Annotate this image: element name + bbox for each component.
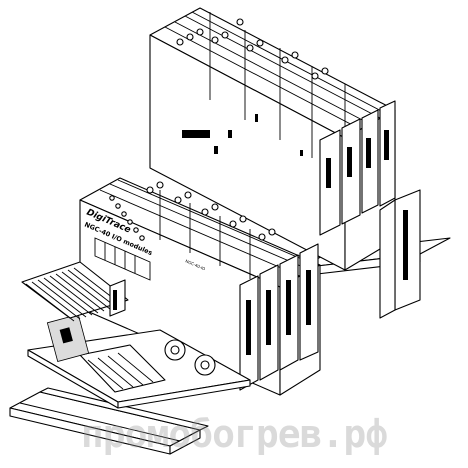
front-controller: DigiTrace NGC-40 I/O modules NGC-40-IO xyxy=(79,177,321,396)
rear-module-stack xyxy=(149,7,421,319)
label-grid xyxy=(94,237,151,281)
rotary-switches xyxy=(164,339,216,376)
front-module-dividers xyxy=(159,190,251,279)
rear-module-faces xyxy=(319,100,396,236)
front-terminal-rows xyxy=(99,179,319,277)
din-rail-front xyxy=(9,387,209,455)
rear-vents xyxy=(182,114,303,156)
rear-terminal-rows xyxy=(164,11,388,130)
base-pcb xyxy=(27,314,251,409)
status-leds xyxy=(109,195,145,241)
pcb-terminal-block xyxy=(79,344,166,393)
rear-module-dividers xyxy=(209,12,346,158)
rear-terminal-screws xyxy=(176,18,329,80)
ribbon-cable xyxy=(21,261,129,322)
front-terminal-screws xyxy=(146,181,276,241)
front-module-faces xyxy=(239,243,319,391)
